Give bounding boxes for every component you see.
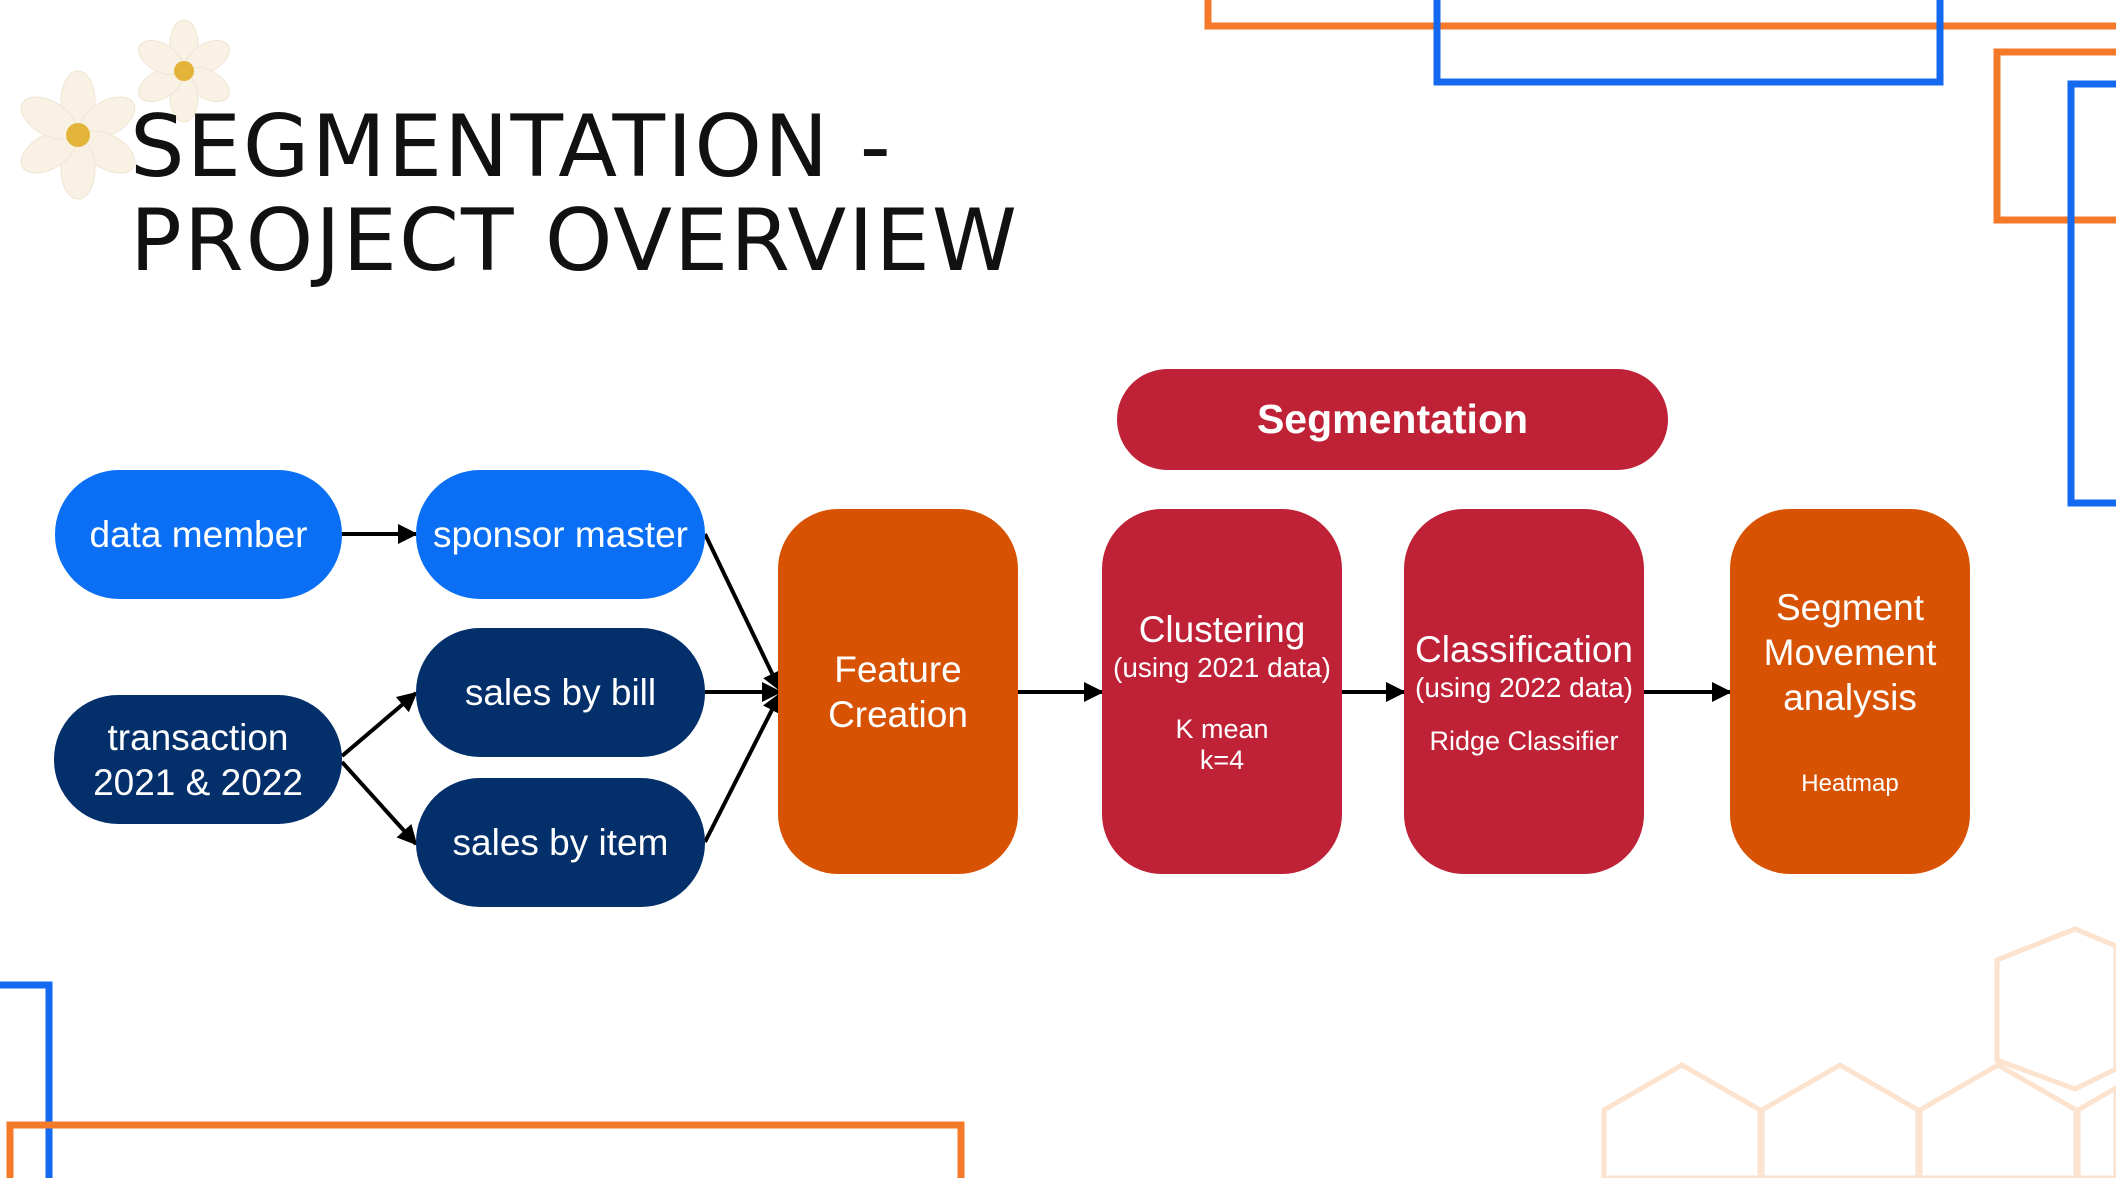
frame-orange-right [1993, 48, 2116, 224]
page-title: SEGMENTATION - PROJECT OVERVIEW [130, 100, 1019, 288]
node-title: Classification [1415, 628, 1633, 670]
frame-blue-right [2067, 80, 2116, 507]
node-transaction: transaction 2021 & 2022 [54, 695, 342, 824]
node-subtitle: (using 2021 data) [1113, 652, 1331, 683]
node-label: data member [89, 514, 308, 555]
node-clustering: Clustering (using 2021 data) K mean k=4 [1102, 509, 1342, 874]
page-title-line2: PROJECT OVERVIEW [130, 191, 1019, 291]
node-label: sales by item [452, 822, 669, 863]
arrow-sponsor-to-feature [703, 533, 782, 692]
arrow-transaction-to-item [340, 760, 418, 846]
node-label-line2: Movement [1763, 632, 1937, 673]
node-feature-creation: Feature Creation [778, 509, 1018, 874]
node-label: sales by bill [464, 672, 657, 713]
hexagon-outline-icon [1601, 926, 2116, 1178]
daisy-icon [138, 19, 230, 123]
node-data-member: data member [55, 470, 342, 599]
node-sales-by-item: sales by item [416, 778, 705, 907]
node-sales-by-bill: sales by bill [416, 628, 705, 757]
daisy-icon [20, 70, 136, 200]
arrow-item-to-feature [703, 692, 782, 843]
node-sponsor-master: sponsor master [416, 470, 705, 599]
node-label-line2: 2021 & 2022 [93, 761, 303, 803]
page-title-line1: SEGMENTATION - [130, 97, 893, 197]
node-label-line1: Feature [834, 648, 962, 690]
node-label-line2: Creation [828, 693, 968, 735]
node-label-line3: analysis [1783, 677, 1917, 718]
node-method-line1: K mean [1175, 714, 1269, 744]
segmentation-header: Segmentation [1117, 369, 1668, 470]
frame-orange-bottom [6, 1121, 965, 1178]
node-title: Clustering [1138, 609, 1306, 650]
node-method-line2: k=4 [1199, 745, 1245, 775]
node-classification: Classification (using 2022 data) Ridge C… [1404, 509, 1644, 874]
frame-blue-bottom [0, 981, 53, 1178]
frame-orange-top [1204, 0, 2116, 30]
node-method: Ridge Classifier [1429, 725, 1619, 756]
node-label-line1: transaction [107, 716, 289, 758]
frame-blue-top [1433, 0, 1944, 86]
node-label: sponsor master [433, 514, 688, 555]
node-segment-movement: Segment Movement analysis Heatmap [1730, 509, 1970, 874]
node-label-line1: Segment [1775, 587, 1925, 628]
node-note: Heatmap [1801, 770, 1899, 797]
node-subtitle: (using 2022 data) [1415, 671, 1633, 703]
arrow-transaction-to-bill [340, 691, 418, 758]
